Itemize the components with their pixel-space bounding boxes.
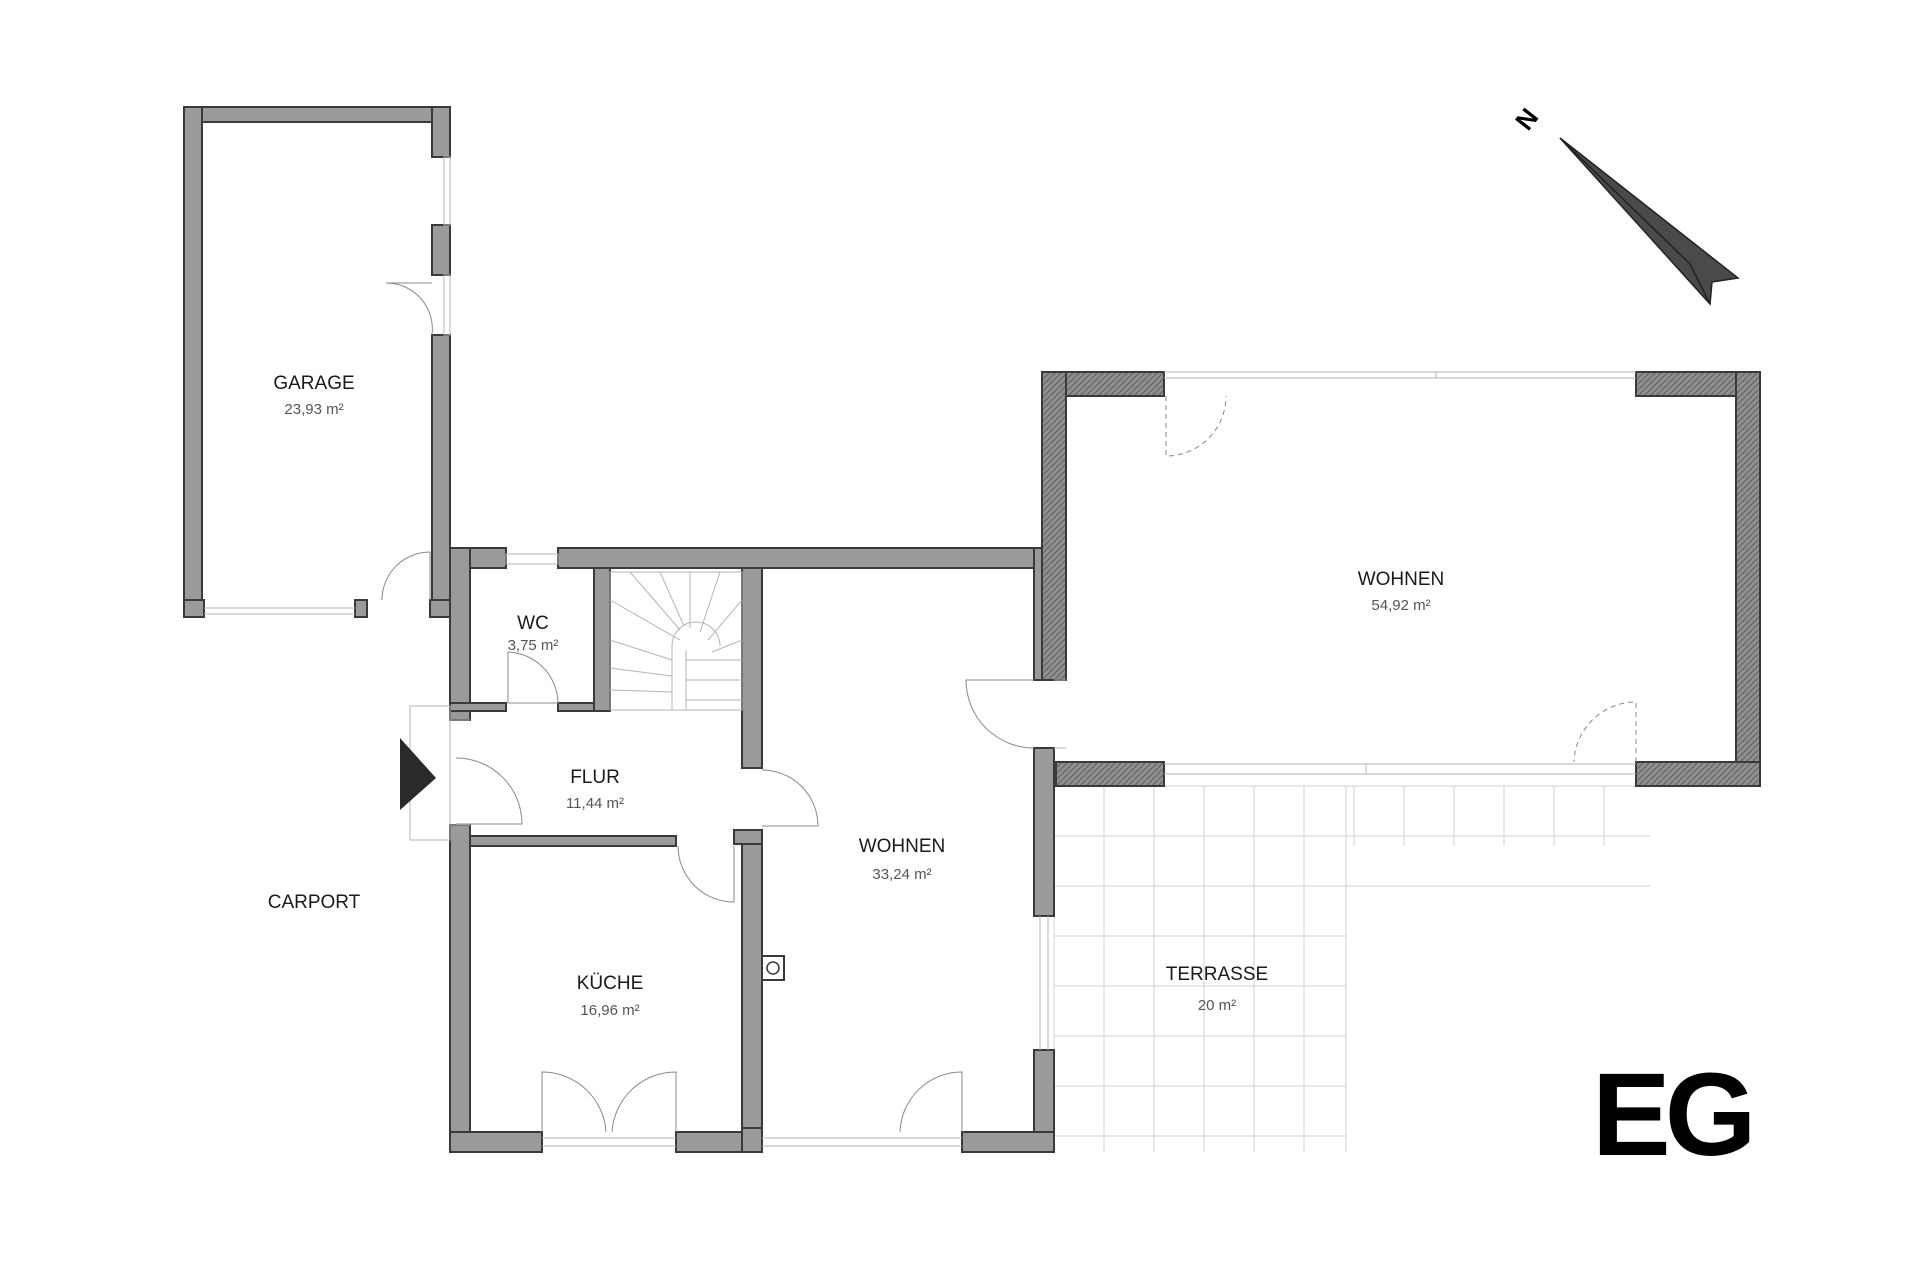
terrace-tiles xyxy=(1053,785,1650,1152)
garage-area: 23,93 m² xyxy=(284,401,343,418)
wohnen-large-area: 54,92 m² xyxy=(1371,597,1430,614)
north-label: N xyxy=(1509,102,1544,135)
kueche-name: KÜCHE xyxy=(577,973,644,994)
wc-door[interactable] xyxy=(507,651,559,704)
annex-walls xyxy=(1041,371,1761,787)
flur-area: 11,44 m² xyxy=(566,795,624,812)
garage-walls xyxy=(183,106,451,618)
front-door[interactable] xyxy=(455,757,523,825)
living-patio-door[interactable] xyxy=(899,1071,963,1133)
staircase xyxy=(609,571,743,711)
flur-name: FLUR xyxy=(570,767,620,788)
wohnen-small-area: 33,24 m² xyxy=(872,866,931,883)
kitchen-patio-door-right[interactable] xyxy=(611,1071,677,1133)
garage-name: GARAGE xyxy=(273,373,354,394)
floor-label: EG xyxy=(1592,1049,1751,1181)
entrance-arrow-icon xyxy=(400,738,436,810)
wohnen-large-name: WOHNEN xyxy=(1358,569,1445,590)
kitchen-patio-door-left[interactable] xyxy=(541,1071,607,1133)
connecting-door[interactable] xyxy=(965,679,1035,749)
wohnen-small-name: WOHNEN xyxy=(859,836,946,857)
kitchen-door[interactable] xyxy=(677,845,735,903)
north-arrow-icon xyxy=(1559,137,1740,306)
annex-door-bottom[interactable] xyxy=(1573,701,1637,763)
living-door[interactable] xyxy=(761,769,819,827)
wc-area: 3,75 m² xyxy=(508,637,559,654)
terrasse-name: TERRASSE xyxy=(1166,964,1268,985)
wc-name: WC xyxy=(517,613,549,634)
annex-door-top[interactable] xyxy=(1165,395,1227,457)
kueche-area: 16,96 m² xyxy=(580,1002,639,1019)
terrasse-area: 20 m² xyxy=(1198,997,1236,1014)
garage-side-door[interactable] xyxy=(385,282,433,336)
garage-entry-door[interactable] xyxy=(381,551,431,601)
carport-name: CARPORT xyxy=(268,892,361,913)
